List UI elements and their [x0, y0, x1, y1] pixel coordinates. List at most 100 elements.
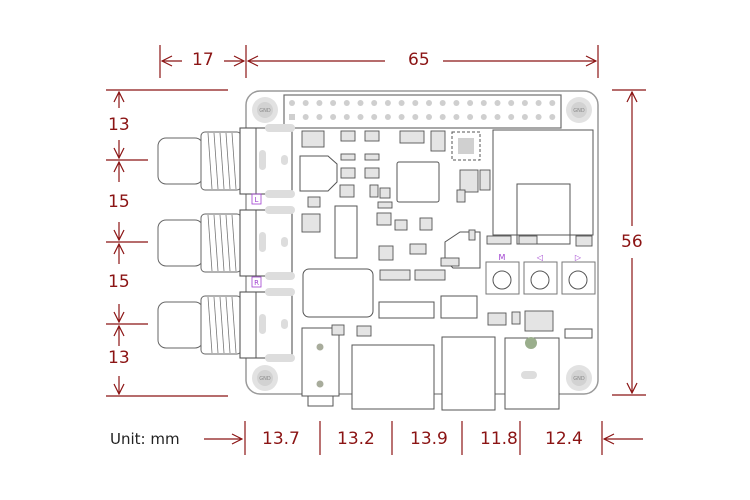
small-connector — [564, 328, 593, 339]
smd-component — [301, 213, 321, 233]
mounting-holes: GND GND GND GND — [252, 97, 592, 391]
header-pin — [330, 100, 337, 106]
dim-segment-2: 13.2 — [337, 429, 375, 449]
main-ic — [396, 161, 440, 203]
dimension-lines — [106, 45, 646, 455]
header-pin — [302, 100, 309, 106]
usb-connector — [441, 336, 496, 411]
left-channel-label: L — [255, 196, 259, 204]
smd-component — [379, 269, 411, 281]
smd-component — [379, 187, 391, 199]
header-pin — [371, 114, 378, 120]
dim-jack-spacing-2: 15 — [108, 272, 130, 292]
dim-segment-4: 11.8 — [480, 429, 518, 449]
smd-component — [340, 153, 356, 161]
button-next-label: ▷ — [575, 253, 582, 262]
led-indicator — [525, 337, 537, 349]
gnd-label: GND — [259, 376, 271, 382]
header-pin — [439, 114, 446, 120]
smd-component — [468, 229, 476, 241]
gnd-label: GND — [573, 108, 585, 114]
smd-component — [419, 217, 433, 231]
dim-board-height: 56 — [621, 232, 643, 252]
header-pin — [521, 114, 528, 120]
smd-component — [486, 235, 512, 245]
smd-component — [378, 245, 394, 261]
header-pin — [384, 100, 391, 106]
audio-jack-tip — [307, 395, 334, 407]
header-pin — [412, 100, 419, 106]
button-next[interactable] — [561, 261, 596, 295]
header-pin — [467, 100, 474, 106]
dim-jack-spacing-1: 15 — [108, 192, 130, 212]
passive-components — [301, 130, 593, 337]
smd-component — [364, 153, 380, 161]
mount-hole-top-right: GND — [566, 97, 592, 123]
right-channel-label: R — [254, 279, 259, 287]
rca-jack — [157, 124, 295, 198]
header-outline — [283, 94, 562, 129]
left-channel-label-box — [251, 193, 262, 205]
button-mode[interactable] — [485, 261, 520, 295]
header-pin — [549, 100, 556, 106]
header-pin — [384, 114, 391, 120]
rca-jack — [157, 288, 295, 362]
smd-component — [340, 167, 356, 179]
gpio-header — [283, 94, 562, 129]
header-pin — [289, 114, 295, 120]
smd-component — [307, 196, 321, 208]
header-pin — [357, 100, 364, 106]
smd-component — [364, 130, 380, 142]
smd-component — [376, 212, 392, 226]
qfn-ic — [451, 131, 481, 161]
button-prev-label: ◁ — [536, 253, 543, 262]
header-pin — [371, 100, 378, 106]
smd-component — [524, 310, 554, 332]
button-prev[interactable] — [523, 261, 558, 295]
header-pin — [453, 114, 460, 120]
header-pin — [480, 100, 487, 106]
unit-label: Unit: mm — [110, 430, 180, 448]
header-pin — [521, 100, 528, 106]
header-pin — [412, 114, 419, 120]
header-pin — [398, 100, 405, 106]
header-pin — [494, 114, 501, 120]
module-chip — [516, 183, 571, 245]
dim-segment-1: 13.7 — [262, 429, 300, 449]
header-pin — [343, 100, 350, 106]
smd-component — [430, 130, 446, 152]
smd-component — [414, 269, 446, 281]
header-pin — [343, 114, 350, 120]
button-mode-label: M — [499, 253, 506, 262]
header-pin — [453, 100, 460, 106]
smd-component — [340, 130, 356, 142]
smd-component — [518, 235, 538, 245]
header-pin — [508, 100, 515, 106]
smd-component — [459, 169, 479, 193]
header-pin — [535, 114, 542, 120]
header-pin — [289, 100, 295, 106]
mount-hole-top-left: GND — [252, 97, 278, 123]
header-pin — [508, 114, 515, 120]
inductor — [299, 155, 338, 192]
header-pin — [316, 114, 323, 120]
gnd-label: GND — [573, 376, 585, 382]
header-pin — [357, 114, 364, 120]
dim-segment-3: 13.9 — [410, 429, 448, 449]
header-pin — [316, 100, 323, 106]
smd-component — [301, 130, 325, 148]
smd-component — [356, 325, 372, 337]
small-ic — [440, 295, 478, 319]
smd-component — [479, 169, 491, 191]
smd-component — [377, 201, 393, 209]
header-pins — [289, 100, 556, 120]
dim-top-margin: 13 — [108, 115, 130, 135]
smd-component — [456, 189, 466, 203]
smd-component — [409, 243, 427, 255]
smd-component — [394, 219, 408, 231]
smd-component — [511, 311, 521, 325]
smd-component — [364, 167, 380, 179]
relay — [302, 268, 374, 318]
right-channel-label-box — [251, 276, 262, 288]
